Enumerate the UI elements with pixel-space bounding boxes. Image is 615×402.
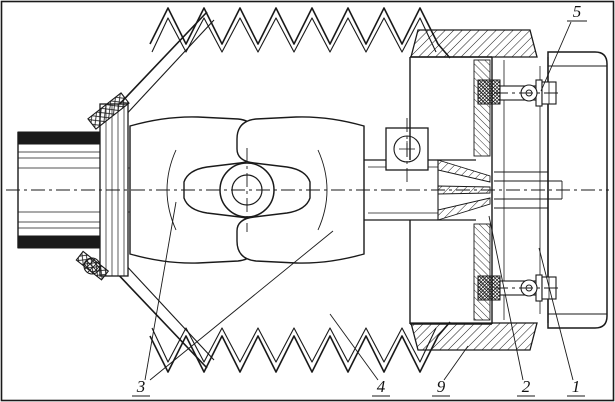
nut-blocks [477,79,501,301]
part-label-2: 2 [522,377,531,396]
clamp-screw-bottom [75,250,110,281]
right-yoke [236,116,365,264]
housing-cover-bottom [410,322,538,351]
part-label-4: 4 [377,377,386,396]
cross-journal [219,162,275,218]
position-labels: 5 3 4 9 2 1 [132,2,587,397]
part-label-1: 1 [572,377,581,396]
boot-cone-shield [111,11,215,369]
bellows-bottom [149,321,451,373]
part-label-5: 5 [573,2,582,21]
housing-cover-top [410,29,538,58]
part-label-3: 3 [136,377,146,396]
leader-lines [144,21,574,381]
clamp-screw-top [87,92,130,130]
flange-disc [547,51,608,329]
part-label-9: 9 [437,377,446,396]
bellows-top [149,7,451,59]
